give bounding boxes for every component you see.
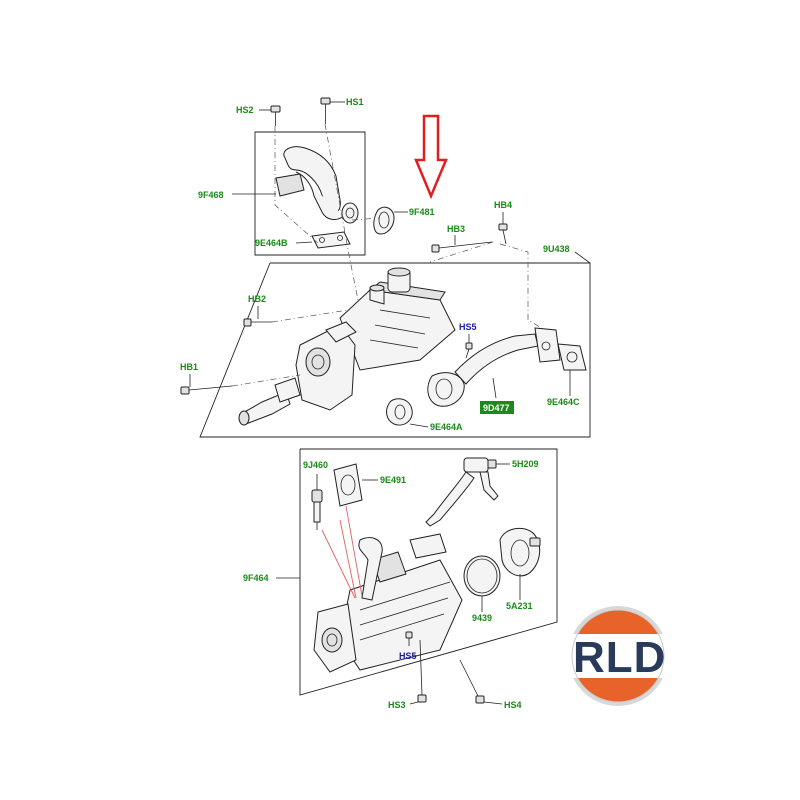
sensor-5h209 [425,457,510,527]
clamp-5a231 [499,527,541,600]
egr-cooler-assembly-top [238,267,456,426]
highlight-arrow [414,114,448,200]
bolt-hs1 [320,97,345,124]
logo-text: RLD [573,633,666,682]
group-9f464-frame [276,448,558,696]
gasket-9e464b [295,231,351,249]
sensor-9j460 [311,474,323,530]
callout-9f468: 9F468 [198,190,224,200]
callout-9u438: 9U438 [543,244,570,254]
callout-hb3: HB3 [447,224,465,234]
gasket-9e464c [557,343,587,396]
callout-9d477: 9D477 [483,403,510,413]
callout-9e464a: 9E464A [430,422,463,432]
bolt-hs5-bottom [405,631,413,646]
callout-5h209: 5H209 [512,459,539,469]
group-9u438-frame [199,251,591,438]
callout-hb2: HB2 [248,294,266,304]
ring-9439 [463,555,501,612]
callout-hs1: HS1 [346,97,364,107]
callout-9e464c: 9E464C [547,397,580,407]
bolt-hb4 [498,212,508,245]
bolt-hb2 [243,306,272,327]
pipe-9d477 [427,327,561,407]
callout-hb1: HB1 [180,362,198,372]
callout-5a231: 5A231 [506,601,533,611]
bolt-hs5-top [465,334,473,359]
callout-9f464: 9F464 [243,573,269,583]
bolt-hs3 [409,639,427,705]
pipe-9f468 [232,146,359,224]
callout-9f481: 9F481 [409,207,435,217]
callout-hs5-top: HS5 [459,322,477,332]
group-9f468-frame [254,131,366,256]
bolt-hb1 [180,374,233,395]
callout-hs2: HS2 [236,105,254,115]
bolt-hs2 [259,105,281,126]
callout-9d477-box [480,401,514,414]
egr-cooler-assembly-bottom [313,533,463,673]
callout-9j460: 9J460 [303,460,328,470]
callout-hb4: HB4 [494,200,512,210]
gasket-9e491 [333,463,378,507]
bolt-hs4 [459,659,503,705]
rld-logo: RLD [560,606,676,706]
gasket-9e464a [386,398,429,428]
callout-hs4: HS4 [504,700,522,710]
callout-9439: 9439 [472,613,492,623]
gasket-9f481 [373,206,408,235]
callout-hs3: HS3 [388,700,406,710]
callout-hs5-bottom: HS5 [399,651,417,661]
callout-9e464b: 9E464B [255,238,288,248]
callout-9e491: 9E491 [380,475,406,485]
bolt-hb3 [431,235,493,253]
